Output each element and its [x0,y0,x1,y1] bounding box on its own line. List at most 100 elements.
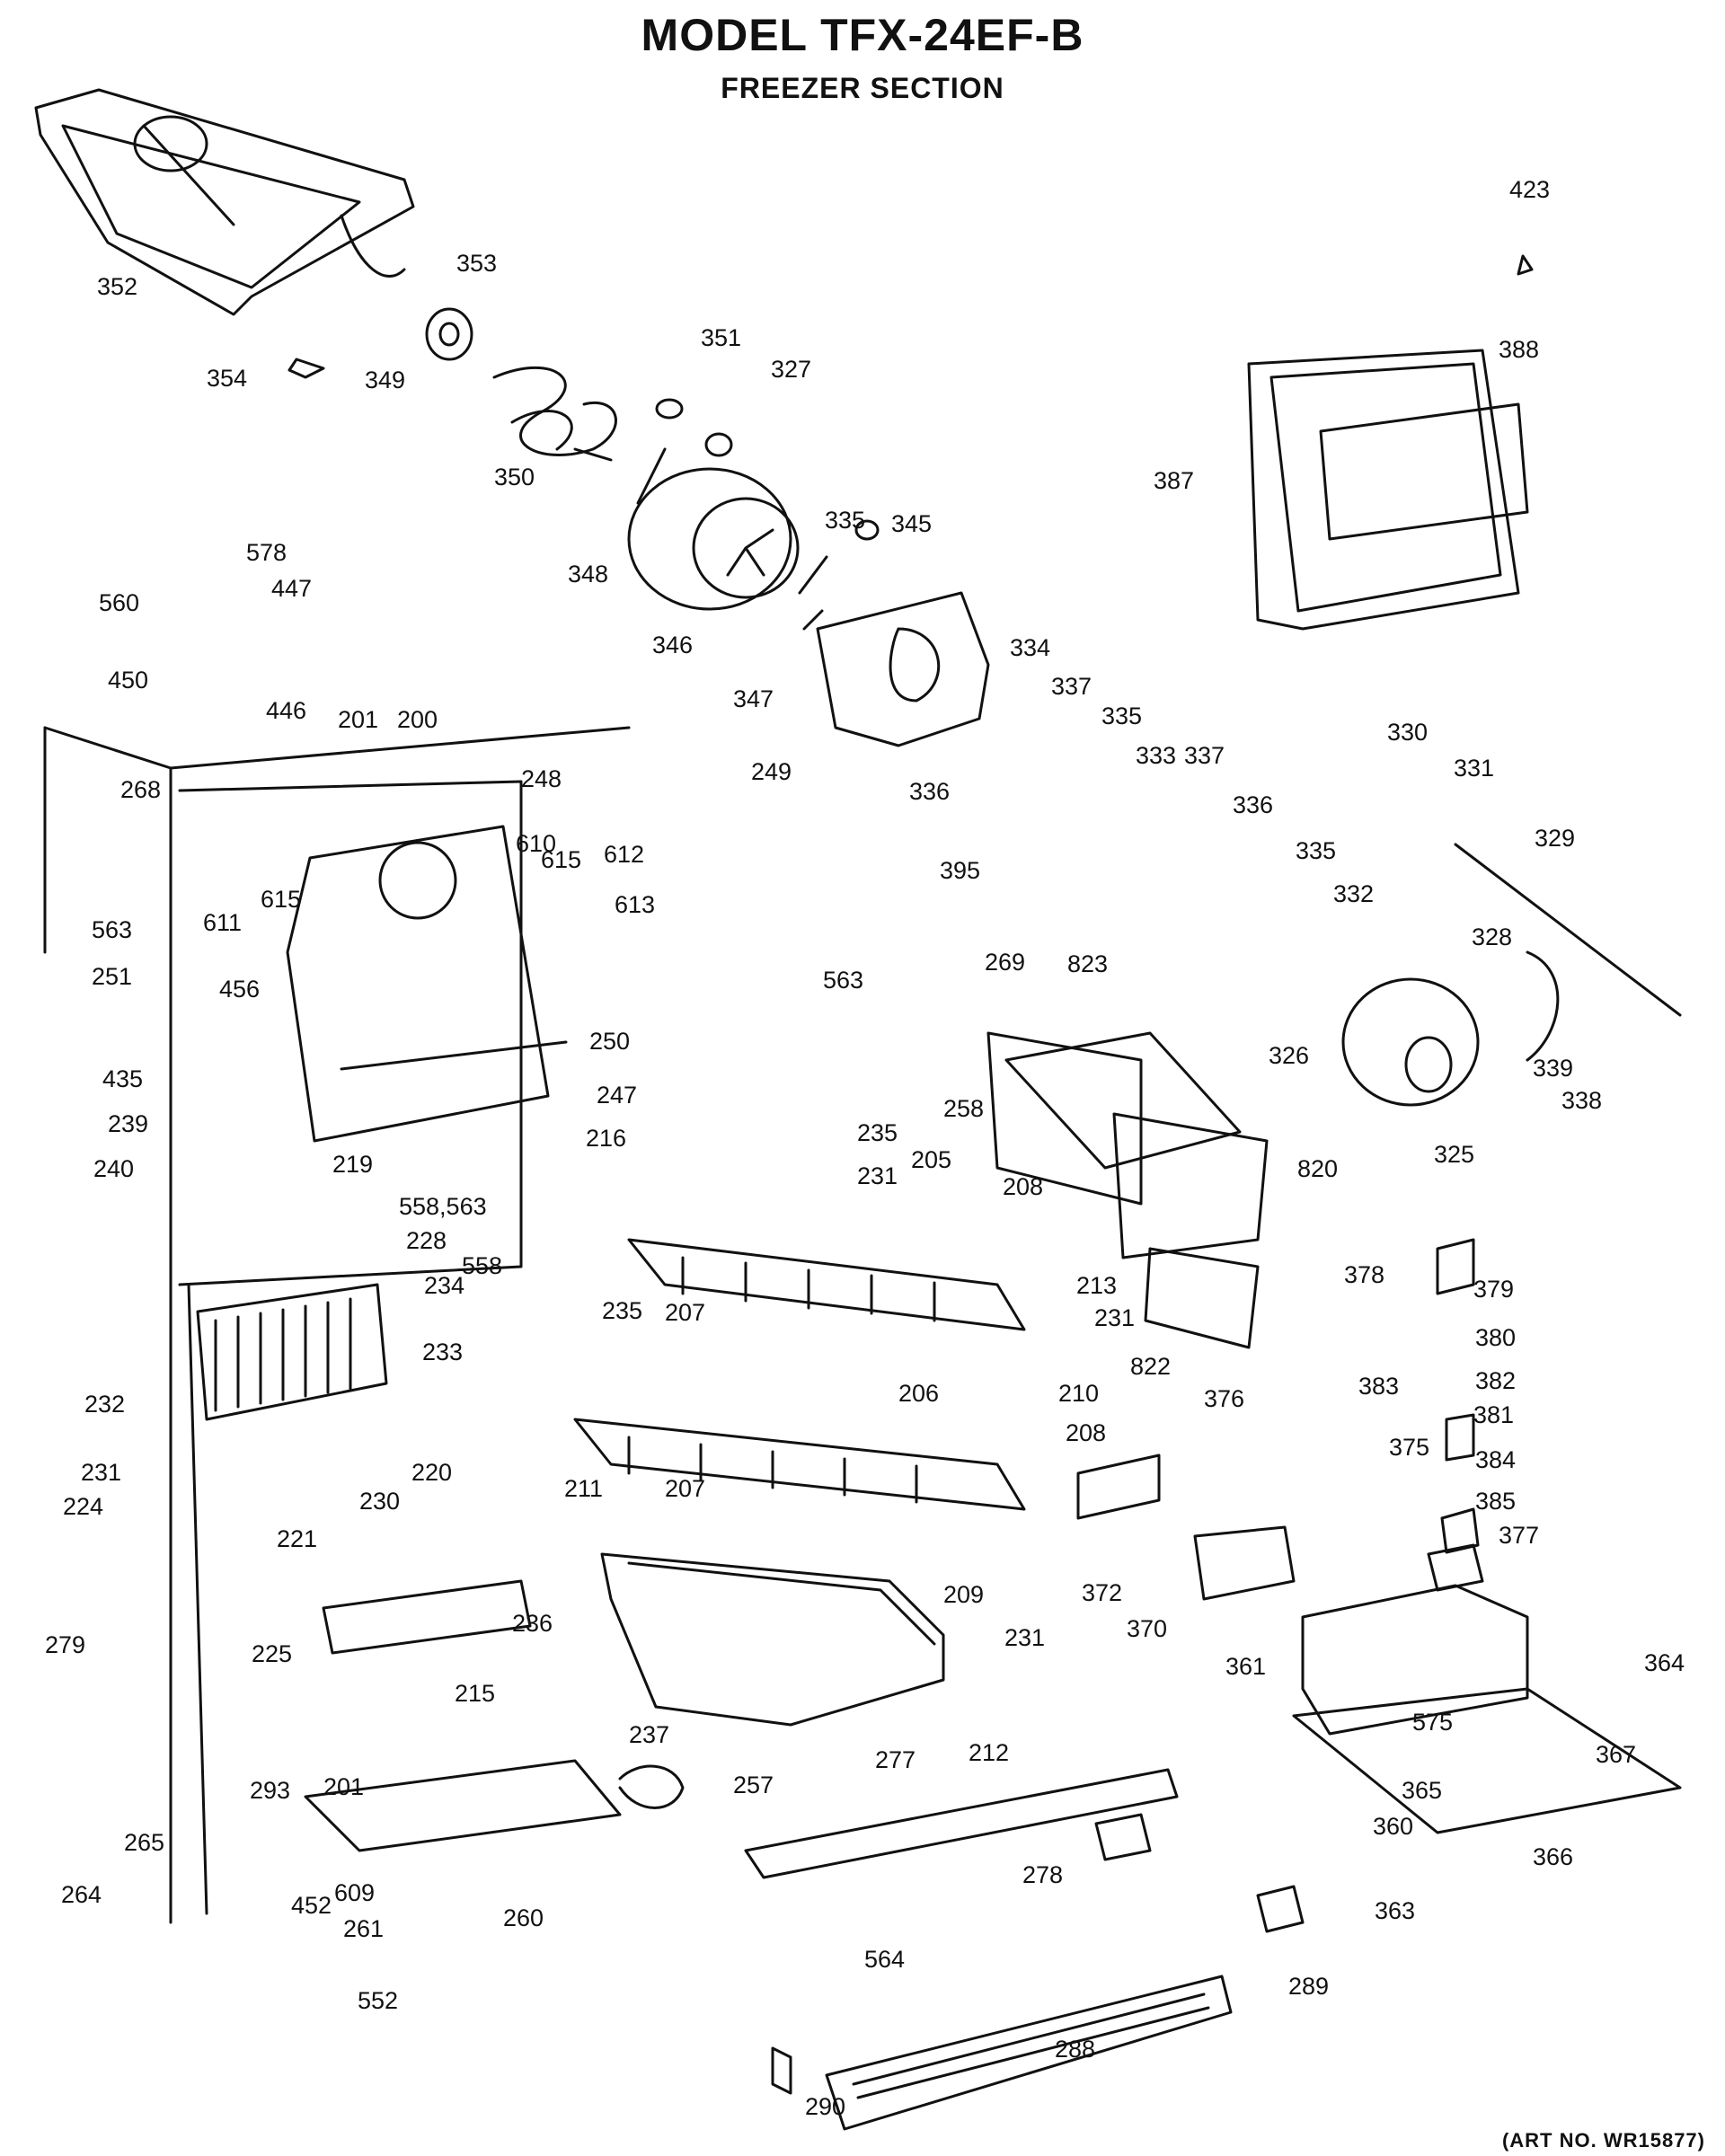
evaporator-coil-part [196,1283,388,1421]
part-number-label-p611: 611 [203,909,242,936]
part-number-label-p288: 288 [1055,2036,1095,2063]
part-number-label-p333: 333 [1136,742,1176,769]
part-number-label-p247: 247 [597,1082,637,1109]
part-number-label-p207b: 207 [665,1475,705,1502]
part-number-label-p348: 348 [568,561,608,588]
part-number-label-p578: 578 [246,539,287,566]
part-number-label-p233: 233 [422,1339,463,1365]
part-number-label-p361: 361 [1225,1653,1266,1680]
part-number-label-p610: 610 [516,830,556,857]
part-number-label-p240: 240 [93,1155,134,1182]
part-number-label-p269: 269 [985,949,1025,976]
part-number-label-p236: 236 [512,1610,553,1637]
part-number-label-p337b: 337 [1184,742,1225,769]
auger-assembly-part [288,307,733,505]
part-number-label-p279: 279 [45,1631,85,1658]
part-number-label-p234: 234 [424,1272,464,1299]
part-number-label-p353: 353 [456,250,497,277]
part-number-label-p423: 423 [1509,176,1550,203]
part-number-label-p612: 612 [604,841,644,868]
part-number-label-p447: 447 [271,575,312,602]
part-number-label-p260: 260 [503,1904,544,1931]
part-number-label-p564: 564 [864,1946,905,1973]
ice-maker-motor-part [1341,843,1682,1107]
part-number-label-p201a: 201 [338,706,378,733]
part-number-label-p375: 375 [1389,1434,1429,1461]
part-number-label-p379: 379 [1473,1276,1514,1303]
part-number-label-p231a: 231 [857,1162,898,1189]
part-number-label-p235b: 235 [602,1297,642,1324]
part-number-label-p364: 364 [1644,1649,1685,1676]
part-number-label-p558_563: 558,563 [399,1193,487,1220]
small-components-part [618,1238,1484,2095]
part-number-label-p205: 205 [911,1146,951,1173]
part-number-label-p351: 351 [701,324,741,351]
part-number-label-p382: 382 [1475,1367,1516,1394]
part-number-label-p201b: 201 [323,1773,364,1800]
part-number-label-p383: 383 [1358,1373,1399,1400]
part-number-label-p339: 339 [1533,1055,1573,1082]
part-number-label-p208b: 208 [1066,1419,1106,1446]
part-number-label-p367: 367 [1596,1741,1636,1768]
part-number-label-p450: 450 [108,667,148,694]
part-number-label-p209: 209 [943,1581,984,1608]
part-number-label-p378: 378 [1344,1261,1384,1288]
part-number-label-p277: 277 [875,1746,916,1773]
dispenser-door-part [1247,254,1534,631]
part-number-label-p435: 435 [102,1065,143,1092]
part-number-label-p219: 219 [332,1151,373,1178]
part-number-label-p206: 206 [898,1380,939,1407]
fan-housing-part [627,467,828,631]
ice-maker-module-part [986,1031,1269,1349]
part-number-label-p221: 221 [277,1525,317,1552]
part-number-label-p338: 338 [1561,1087,1602,1114]
part-number-label-p381: 381 [1473,1401,1514,1428]
part-number-label-p354: 354 [207,365,247,392]
part-number-label-p293: 293 [250,1777,290,1804]
part-number-label-p239: 239 [108,1110,148,1137]
part-number-label-p230: 230 [359,1488,400,1515]
diagram-title: MODEL TFX-24EF-B [641,10,1084,60]
part-number-label-p822: 822 [1130,1353,1171,1380]
part-number-label-p328: 328 [1472,923,1512,950]
part-number-label-p248: 248 [521,765,562,792]
part-number-label-p337a: 337 [1051,673,1092,700]
part-number-label-p352: 352 [97,273,137,300]
freezer-shelf-upper-part [627,1238,1026,1331]
part-number-label-p376: 376 [1204,1385,1244,1412]
part-number-label-p452: 452 [291,1892,332,1919]
part-number-label-p210: 210 [1058,1380,1099,1407]
part-number-label-p278: 278 [1022,1861,1063,1888]
part-number-label-p446: 446 [266,697,306,724]
part-number-label-p346: 346 [652,632,693,658]
evaporator-cover-part [286,825,568,1143]
part-number-label-p380: 380 [1475,1324,1516,1351]
part-number-label-p347: 347 [733,685,774,712]
part-number-label-p325: 325 [1434,1141,1474,1168]
lower-panels-part [304,1579,1233,2131]
part-number-label-p615a: 615 [261,886,301,913]
part-number-label-p823: 823 [1067,950,1108,977]
part-number-label-p289: 289 [1288,1973,1329,2000]
freezer-cabinet-part [43,726,631,1924]
part-number-label-p261: 261 [343,1915,384,1942]
part-number-label-p257: 257 [733,1772,774,1798]
part-number-label-p228: 228 [406,1227,447,1254]
part-number-label-p331: 331 [1454,755,1494,782]
part-number-label-p456: 456 [219,976,260,1003]
part-number-label-p560: 560 [99,589,139,616]
part-number-label-p335b: 335 [1101,702,1142,729]
part-number-label-p251: 251 [92,963,132,990]
part-number-label-p370: 370 [1127,1615,1167,1642]
part-number-label-p235a: 235 [857,1119,898,1146]
part-number-label-p558: 558 [462,1252,502,1279]
part-number-label-p207a: 207 [665,1299,705,1326]
part-number-label-p231d: 231 [1004,1624,1045,1651]
part-number-label-p200: 200 [397,706,438,733]
part-number-label-p575: 575 [1412,1709,1453,1736]
part-number-label-p552: 552 [358,1987,398,2014]
part-number-label-p820: 820 [1297,1155,1338,1182]
part-number-label-p212: 212 [969,1739,1009,1766]
part-number-label-p387: 387 [1154,467,1194,494]
